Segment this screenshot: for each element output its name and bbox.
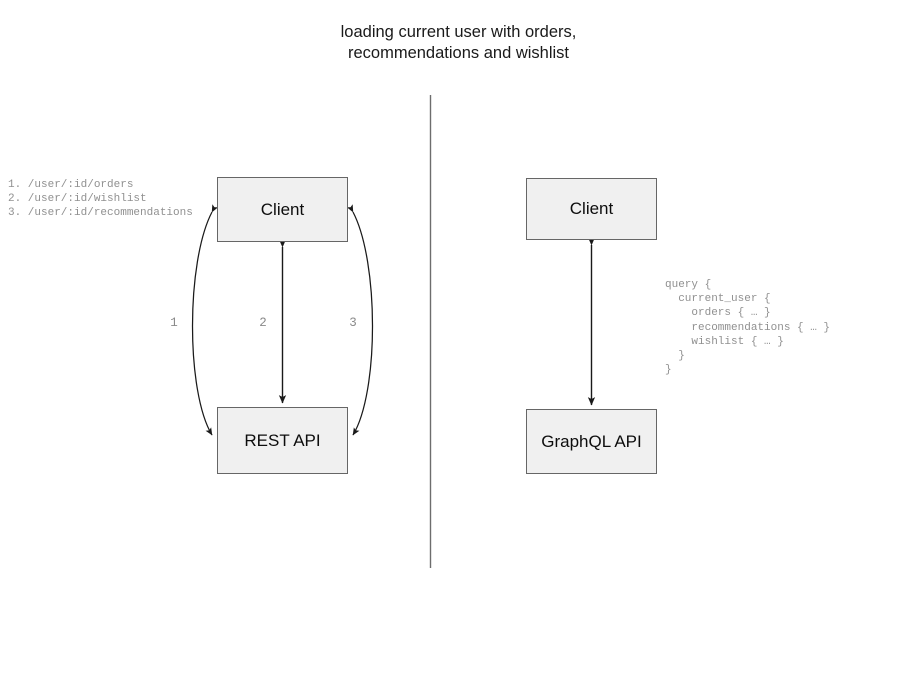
graphql-query-snippet: query { current_user { orders { … } reco… [665,279,831,377]
rest-endpoints-list: 1. /user/:id/orders 2. /user/:id/wishlis… [8,179,193,220]
node-rest-api[interactable]: REST API [217,407,348,474]
node-graphql-api[interactable]: GraphQL API [526,409,657,474]
edge-3-curve [346,204,374,436]
node-client-rest[interactable]: Client [217,177,348,242]
edge-label-2: 2 [259,316,267,330]
node-client-graphql[interactable]: Client [526,178,657,240]
edge-label-3: 3 [349,316,357,330]
page-title: loading current user with orders, recomm… [340,23,577,62]
edge-1-curve [191,204,219,436]
edge-label-1: 1 [170,316,178,330]
